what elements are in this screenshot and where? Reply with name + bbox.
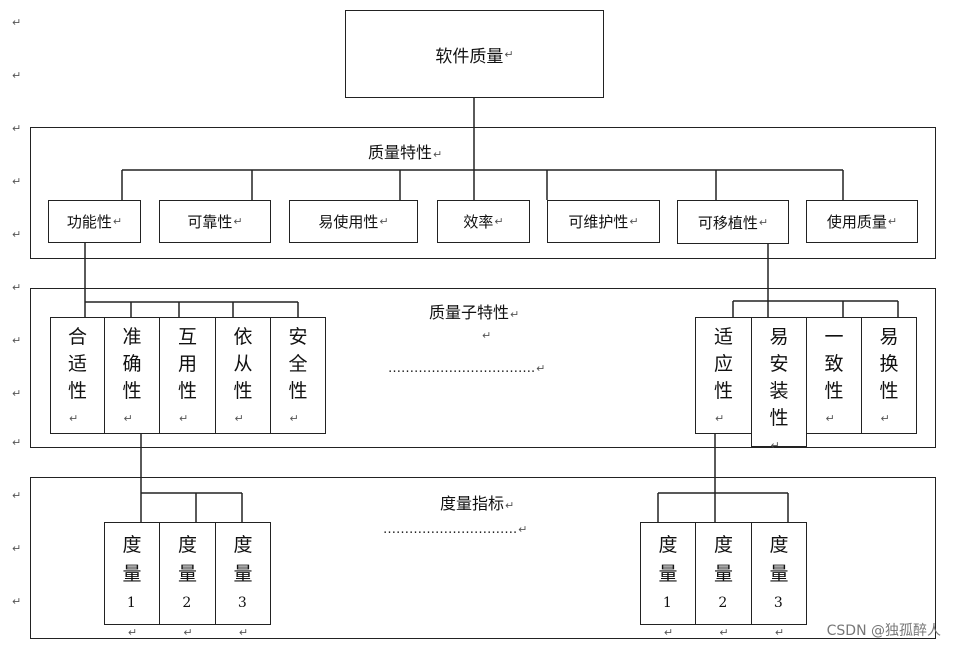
subchar-compliance: 依从性↵: [215, 317, 271, 434]
paragraph-mark: ↵: [12, 542, 22, 555]
subcharacteristics-ellipsis: …………………………….↵: [388, 361, 546, 376]
paragraph-mark: ↵: [12, 281, 22, 294]
metric-right-3: 度量 3↵: [751, 522, 807, 639]
paragraph-mark: ↵: [12, 69, 22, 82]
characteristics-panel: [30, 127, 936, 259]
paragraph-mark: ↵: [12, 595, 22, 608]
subchar-interoperability: 互用性↵: [159, 317, 216, 434]
subchar-security: 安全性↵: [270, 317, 326, 434]
paragraph-mark: ↵: [12, 228, 22, 241]
subcharacteristics-panel-title: 质量子特性↵: [429, 303, 520, 322]
metric-right-2: 度量 2↵: [695, 522, 752, 639]
subchar-accuracy: 准确性↵: [104, 317, 160, 434]
subchar-installability: 易安装性↵: [751, 317, 807, 452]
subchar-consistency: 一致性↵: [806, 317, 862, 434]
metric-right-1: 度量 1↵: [640, 522, 696, 639]
metric-left-2: 度量 2↵: [159, 522, 216, 639]
paragraph-mark: ↵: [12, 489, 22, 502]
subchar-adaptability: 适应性↵: [695, 317, 752, 434]
paragraph-mark: ↵: [12, 122, 22, 135]
subchar-suitability: 合适性↵: [50, 317, 105, 434]
metrics-ellipsis: ………………………….↵: [383, 522, 528, 537]
characteristic-efficiency: 效率↵: [437, 200, 530, 243]
paragraph-mark: ↵: [12, 387, 22, 400]
paragraph-mark: ↵: [482, 329, 492, 342]
subchar-replaceability: 易换性↵: [861, 317, 917, 434]
metrics-panel: [30, 477, 936, 639]
paragraph-mark: ↵: [12, 16, 22, 29]
root-label: 软件质量: [435, 46, 504, 67]
root-node: 软件质量↵: [345, 10, 604, 98]
metric-left-1: 度量 1↵: [104, 522, 160, 639]
metrics-panel-title: 度量指标↵: [440, 494, 515, 513]
characteristic-reliability: 可靠性↵: [159, 200, 271, 243]
metric-left-3: 度量 3↵: [215, 522, 271, 639]
characteristic-quality-in-use: 使用质量↵: [806, 200, 918, 243]
characteristic-usability: 易使用性↵: [289, 200, 418, 243]
characteristics-panel-title: 质量特性↵: [368, 143, 443, 162]
paragraph-mark: ↵: [12, 334, 22, 347]
characteristic-maintainability: 可维护性↵: [547, 200, 660, 243]
watermark: CSDN @独孤醉人: [826, 623, 941, 639]
characteristic-portability: 可移植性↵: [677, 200, 789, 244]
characteristic-functionality: 功能性↵: [48, 200, 141, 243]
paragraph-mark: ↵: [12, 175, 22, 188]
subcharacteristics-panel: [30, 288, 936, 448]
paragraph-mark: ↵: [12, 436, 22, 449]
